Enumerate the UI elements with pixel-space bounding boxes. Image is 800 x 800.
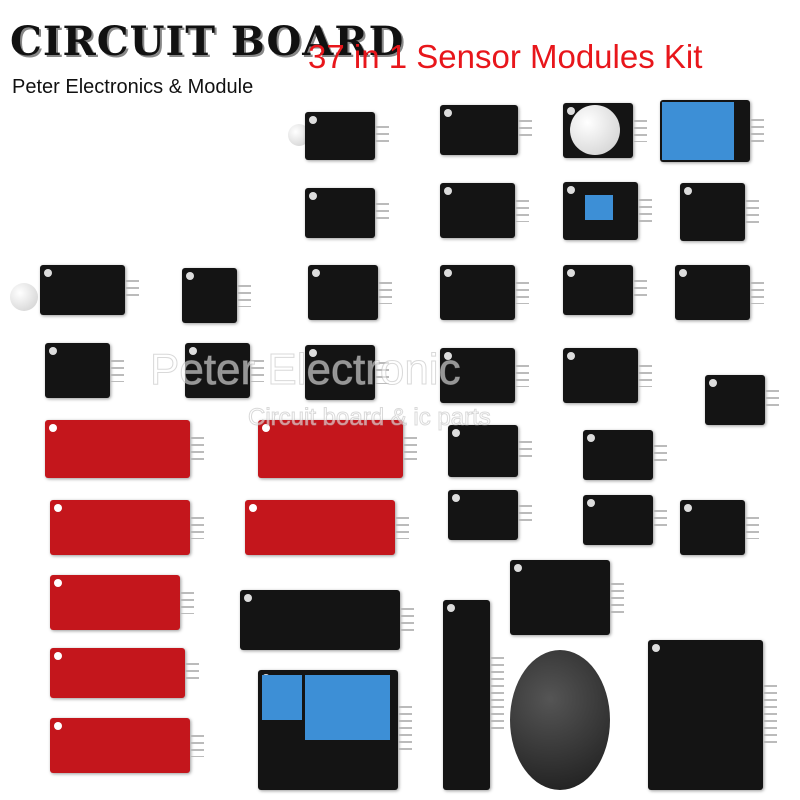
tilt-switch [585,195,613,220]
red-sensor-module [50,500,204,555]
sensor-module [40,265,139,315]
sensor-module [563,265,647,315]
red-sensor-module [245,500,409,555]
rotary-encoder-module [510,560,624,635]
sensor-module [185,343,264,398]
sensor-module [583,430,667,480]
sensor-module [45,343,124,398]
sensor-module [448,490,532,540]
ir-receiver-module [240,590,414,650]
sensor-module [305,112,389,160]
sensor-module [440,183,529,238]
sensor-module [308,265,392,320]
laser-module [440,265,529,320]
dht-sensor [662,102,734,160]
sensor-module [680,183,759,241]
sensor-module [448,425,532,477]
sensor-module [675,265,764,320]
sensor-module [705,375,779,425]
buzzer [570,105,620,155]
tracking-sensor-module [443,600,504,790]
brand-name: Peter Electronics & Module [12,76,254,98]
logo-title: CIRCUIT BOARD [10,18,405,65]
sensor-module [440,105,532,155]
joystick-cap [510,650,610,790]
red-sensor-module [50,648,199,698]
sensor-module [440,348,529,403]
product-title: 37 in 1 Sensor Modules Kit [308,38,703,75]
sensor-module [563,348,652,403]
sensor-module [305,345,389,400]
sensor-module [680,500,759,555]
joystick-module [648,640,777,790]
red-sensor-module [258,420,417,478]
red-sensor-module [50,575,194,630]
relay-terminal [262,675,302,720]
sensor-module [182,268,251,323]
led [288,124,310,146]
rgb-led [10,283,38,311]
red-sensor-module [50,718,204,773]
sensor-module [583,495,667,545]
sensor-module [305,188,389,238]
red-sensor-module [45,420,204,478]
relay [305,675,390,740]
